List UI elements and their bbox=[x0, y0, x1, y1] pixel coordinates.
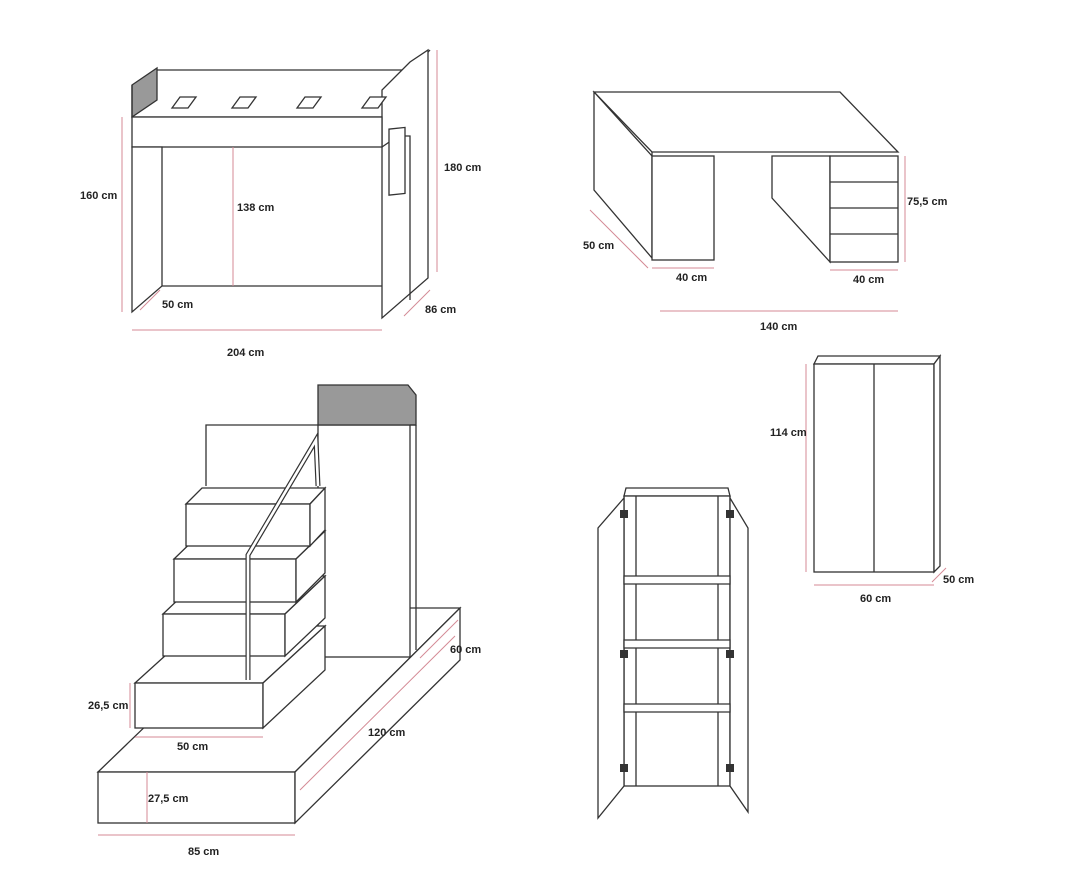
loft-depth-label: 86 cm bbox=[425, 304, 456, 316]
wardrobe-dimension-lines bbox=[805, 364, 947, 586]
wardrobe-side bbox=[933, 354, 941, 574]
stairs-base-length-label: 120 cm bbox=[368, 727, 406, 739]
stairs-base-width-label: 85 cm bbox=[188, 846, 219, 858]
wardrobe-height-label: 114 cm bbox=[770, 427, 807, 439]
cabinet-hinges bbox=[620, 510, 734, 772]
desk-left-leg bbox=[651, 155, 715, 261]
bed-rail bbox=[131, 116, 383, 148]
loft-height-total-label: 160 cm bbox=[80, 190, 118, 202]
stairs-tall-panel bbox=[317, 424, 411, 658]
wardrobe-top bbox=[812, 355, 942, 365]
desk-dimension-lines bbox=[589, 156, 906, 312]
desk-height-label: 75,5 cm bbox=[907, 196, 948, 208]
desk-drawer-unit bbox=[829, 155, 899, 263]
bed-slats bbox=[170, 96, 388, 109]
stairs-step-width-label: 50 cm bbox=[177, 741, 208, 753]
bed-leg-left bbox=[131, 146, 163, 314]
cabinet-door-left bbox=[597, 496, 625, 820]
loft-height-ladder-label: 180 cm bbox=[444, 162, 482, 174]
loft-length-label: 204 cm bbox=[227, 347, 265, 359]
wardrobe-depth-label: 50 cm bbox=[943, 574, 974, 586]
wardrobe-drawing: 114 cm 60 cm 50 cm bbox=[770, 354, 974, 605]
loft-dimension-lines bbox=[121, 50, 438, 331]
desk-drawing: 50 cm 40 cm 40 cm 75,5 cm 140 cm bbox=[583, 90, 948, 333]
stairs-steps bbox=[133, 486, 327, 730]
cabinet-door-right bbox=[729, 495, 749, 815]
cabinet-top bbox=[623, 487, 731, 497]
cabinet-shelves bbox=[623, 575, 731, 713]
stairs-drawing: 26,5 cm 50 cm 27,5 cm 85 cm 120 cm 60 cm bbox=[88, 384, 481, 858]
loft-step-depth-label: 50 cm bbox=[162, 299, 193, 311]
stairs-top-gray-panel bbox=[317, 384, 417, 426]
stairs-base-front bbox=[97, 771, 296, 824]
desk-depth-label: 50 cm bbox=[583, 240, 614, 252]
desk-leg-width-label: 40 cm bbox=[676, 272, 707, 284]
desk-top bbox=[592, 91, 900, 153]
stairs-base-depth-label: 60 cm bbox=[450, 644, 481, 656]
desk-length-label: 140 cm bbox=[760, 321, 798, 333]
stairs-base-height-label: 27,5 cm bbox=[148, 793, 189, 805]
stairs-step-height-label: 26,5 cm bbox=[88, 700, 129, 712]
loft-bed-drawing: 160 cm 138 cm 180 cm 50 cm 86 cm 204 cm bbox=[80, 48, 482, 359]
stairs-base-side bbox=[294, 606, 461, 825]
stairs-dimension-lines bbox=[98, 619, 459, 836]
loft-height-under-label: 138 cm bbox=[237, 202, 275, 214]
desk-drawers bbox=[830, 181, 898, 235]
wardrobe-width-label: 60 cm bbox=[860, 593, 891, 605]
headboard-panel bbox=[131, 66, 158, 119]
ladder-window bbox=[388, 126, 406, 196]
desk-drawer-width-label: 40 cm bbox=[853, 274, 884, 286]
open-cabinet-drawing bbox=[597, 487, 749, 820]
